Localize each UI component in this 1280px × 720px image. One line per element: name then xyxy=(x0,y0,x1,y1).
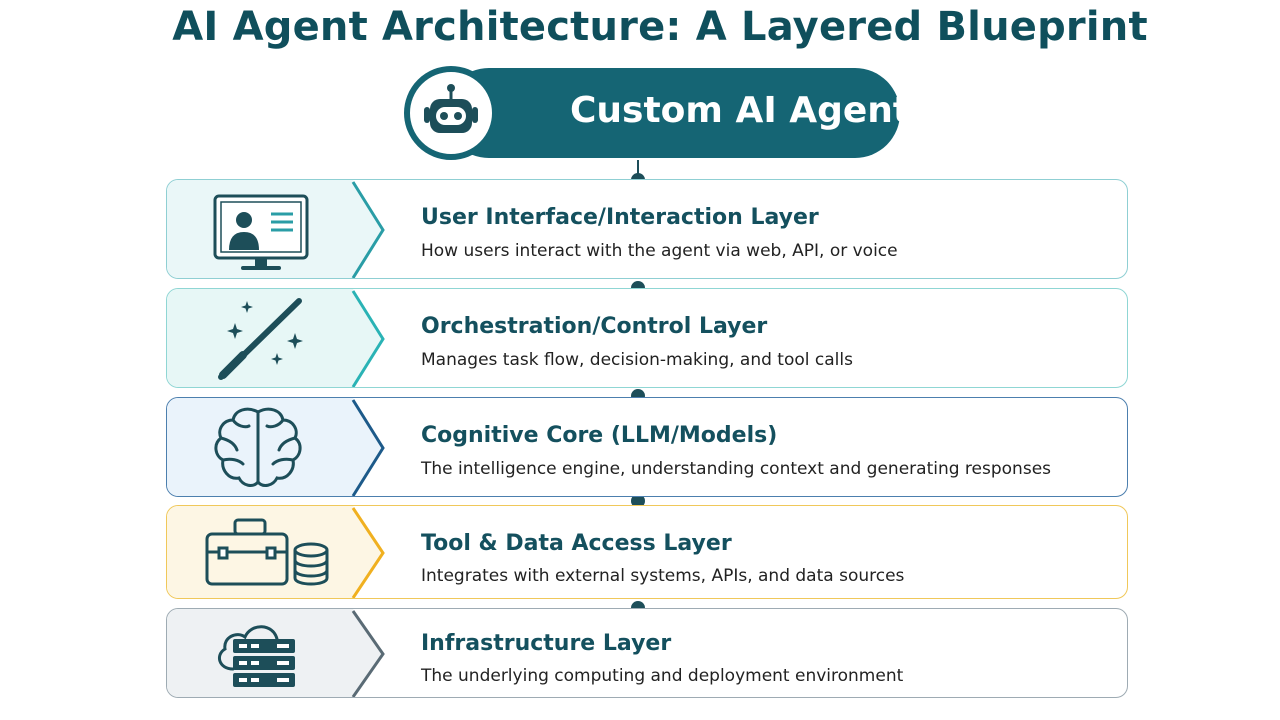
layer-description: The underlying computing and deployment … xyxy=(421,666,904,686)
layer-description: Manages task flow, decision-making, and … xyxy=(421,350,853,370)
magic-wand-icon xyxy=(218,298,303,380)
connector-dot xyxy=(631,494,645,508)
hub-node: Custom AI Agent xyxy=(404,66,910,160)
layer-card-tool-data-access: Tool & Data Access Layer Integrates with… xyxy=(166,505,1128,599)
layer-title: Tool & Data Access Layer xyxy=(421,531,732,556)
layer-card-cognitive-core: Cognitive Core (LLM/Models) The intellig… xyxy=(166,397,1128,497)
hub-icon-circle xyxy=(404,66,498,160)
layer-description: The intelligence engine, understanding c… xyxy=(421,459,1052,479)
layer-title: Infrastructure Layer xyxy=(421,631,672,656)
layer-title: User Interface/Interaction Layer xyxy=(421,205,819,230)
layer-card-infrastructure: Infrastructure Layer The underlying comp… xyxy=(166,608,1128,698)
monitor-user-icon xyxy=(213,194,309,270)
layer-description: How users interact with the agent via we… xyxy=(421,241,898,261)
layer-panel xyxy=(167,398,385,496)
robot-icon xyxy=(424,84,478,133)
connector-line xyxy=(637,160,639,180)
toolbox-database-icon xyxy=(205,518,329,586)
layer-card-user-interface: User Interface/Interaction Layer How use… xyxy=(166,179,1128,279)
page-title: AI Agent Architecture: A Layered Bluepri… xyxy=(172,4,1148,50)
layer-description: Integrates with external systems, APIs, … xyxy=(421,566,905,586)
hub-pill: Custom AI Agent xyxy=(444,68,910,158)
layer-title: Cognitive Core (LLM/Models) xyxy=(421,423,778,448)
brain-icon xyxy=(214,407,302,487)
layer-panel xyxy=(167,289,385,387)
layer-card-orchestration: Orchestration/Control Layer Manages task… xyxy=(166,288,1128,388)
layer-title: Orchestration/Control Layer xyxy=(421,314,768,339)
hub-label: Custom AI Agent xyxy=(570,90,911,131)
cloud-server-icon xyxy=(217,625,295,687)
